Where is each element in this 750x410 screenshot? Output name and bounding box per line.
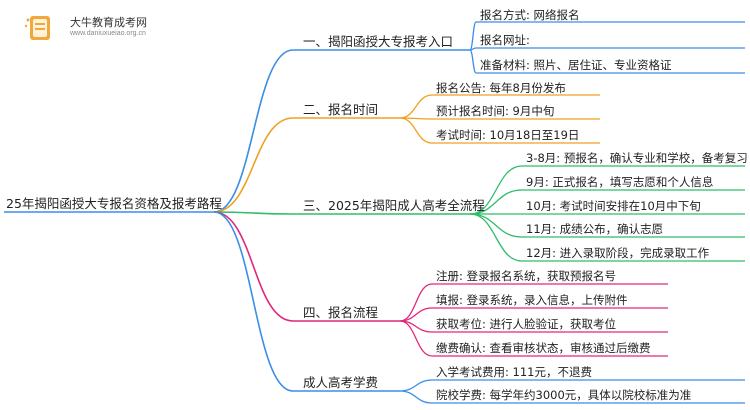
leaf-connector (399, 283, 433, 322)
leaf-label: 报名方式: 网络报名 (480, 8, 580, 22)
leaf-label: 准备材料: 照片、居住证、专业资格证 (480, 58, 672, 72)
branch-connector (213, 211, 294, 392)
leaf-label: 院校学费: 每学年约3000元，具体以院校标准为准 (436, 388, 692, 402)
leaf-connector (399, 390, 433, 404)
leaf-label: 注册: 登录报名系统，获取预报名号 (436, 269, 617, 283)
leaf-connector (469, 213, 523, 238)
book-logo-icon (24, 16, 50, 40)
leaf-label: 11月: 成绩公布，确认志愿 (526, 222, 664, 236)
leaf-label: 报名网址: (480, 33, 530, 47)
leaf-connector (399, 320, 433, 357)
leaf-connector (399, 117, 433, 144)
branch-label: 成人高考学费 (303, 375, 379, 390)
leaf-label: 10月: 考试时间安排在10月中下旬 (526, 199, 701, 213)
leaf-label: 考试时间: 10月18日至19日 (436, 128, 580, 142)
root-label: 25年揭阳函授大专报名资格及报考路程 (6, 196, 222, 211)
leaf-label: 9月: 正式报名，填写志愿和个人信息 (526, 175, 714, 189)
leaf-label: 缴费确认: 查看审核状态，审核通过后缴费 (436, 341, 651, 355)
leaf-connector (469, 49, 477, 74)
leaf-label: 12月: 进入录取阶段，完成录取工作 (526, 246, 710, 260)
leaf-connector (399, 94, 433, 119)
site-logo: 大牛教育成考网 www.daniuxueiao.org.cn (16, 6, 147, 46)
leaf-connector (469, 21, 477, 51)
leaf-connector (399, 379, 433, 392)
leaf-label: 报名公告: 每年8月份发布 (436, 81, 566, 95)
leaf-label: 入学考试费用: 111元，不退费 (436, 365, 592, 379)
branch-label: 三、2025年揭阳成人高考全流程 (303, 198, 485, 213)
branch-label: 二、报名时间 (303, 102, 379, 117)
branch-label: 四、报名流程 (303, 305, 379, 320)
leaf-connector (469, 213, 523, 262)
logo-url: www.daniuxueiao.org.cn (70, 30, 146, 37)
leaf-label: 填报: 登录系统，录入信息，上传附件 (436, 293, 628, 307)
leaf-label: 预计报名时间: 9月中旬 (436, 104, 555, 118)
branch-connector (213, 117, 294, 213)
branch-connector (213, 211, 294, 215)
leaf-label: 3-8月: 预报名，确认专业和学校，备考复习 (526, 151, 748, 165)
branch-connector (213, 211, 294, 322)
branch-label: 一、揭阳函授大专报考入口 (303, 34, 454, 49)
leaf-connector (469, 189, 523, 215)
logo-name: 大牛教育成考网 (70, 16, 147, 29)
leaf-label: 获取考位: 进行人脸验证，获取考位 (436, 317, 617, 331)
branch-connector (213, 49, 294, 213)
